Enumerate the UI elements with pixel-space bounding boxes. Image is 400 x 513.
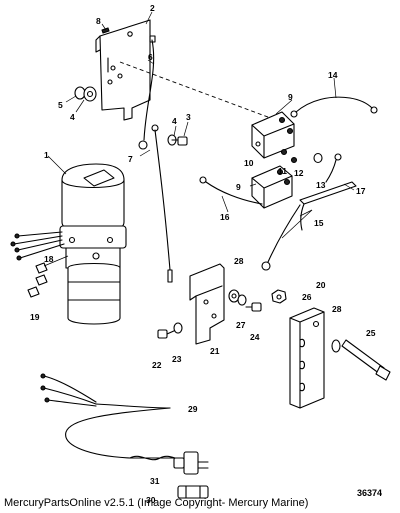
mounting-bracket	[95, 19, 151, 121]
callout-11: 11	[278, 166, 287, 176]
callout-25: 25	[366, 328, 376, 338]
connector-31	[173, 451, 209, 475]
hardware-10-11-12	[280, 148, 323, 164]
leader-lines	[47, 11, 355, 239]
terminal-block-30	[177, 485, 209, 499]
callout-23: 23	[172, 354, 182, 364]
callout-28-right: 28	[332, 304, 342, 314]
callout-16: 16	[220, 212, 230, 222]
callout-28-mid: 28	[234, 256, 244, 266]
callout-2: 2	[150, 3, 155, 13]
callout-29: 29	[188, 404, 198, 414]
callouts: 8 2 6 5 4 4 3 7 1 9 14 10 11 12 13 9 17 …	[30, 3, 376, 505]
catalog-number: 36374	[357, 488, 383, 498]
callout-7: 7	[128, 154, 133, 164]
callout-5: 5	[58, 100, 63, 110]
cable-16	[199, 176, 263, 205]
callout-14: 14	[328, 70, 338, 80]
copyright-footer: MercuryPartsOnline v2.5.1 (Image Copyrig…	[4, 497, 309, 509]
cable-14	[290, 96, 378, 118]
callout-24: 24	[250, 332, 260, 342]
bracket-21	[189, 263, 225, 345]
callout-13: 13	[316, 180, 326, 190]
solenoid-lower-9	[251, 165, 293, 209]
alignment-line	[119, 61, 293, 127]
callout-27: 27	[236, 320, 246, 330]
screw-8	[101, 23, 110, 34]
callout-6: 6	[148, 52, 153, 62]
callout-9-lower: 9	[236, 182, 241, 192]
harness-15-17	[261, 181, 357, 271]
bolt-washer-22-23	[157, 322, 183, 339]
cable-13	[325, 153, 342, 183]
nut-washer-4-5	[74, 86, 97, 102]
ground-strap-6	[138, 35, 156, 150]
callout-22: 22	[152, 360, 162, 370]
solenoid-upper-9	[251, 111, 295, 159]
callout-8: 8	[96, 16, 101, 26]
bolt-washer-25-28	[331, 339, 391, 381]
nut-26	[271, 289, 287, 304]
fittings-18-19	[27, 255, 69, 298]
screw-washer-3-4	[167, 134, 188, 146]
callout-30: 30	[146, 495, 156, 505]
wiring-harness-29	[40, 373, 191, 461]
callout-1: 1	[44, 150, 49, 160]
callout-31: 31	[150, 476, 160, 486]
clamp-block-20	[289, 307, 325, 409]
callout-21: 21	[210, 346, 220, 356]
callout-3: 3	[186, 112, 191, 122]
callout-4-left: 4	[70, 112, 75, 122]
callout-26: 26	[302, 292, 312, 302]
callout-12: 12	[294, 168, 304, 178]
cable-7	[151, 124, 173, 283]
callout-9-upper: 9	[288, 92, 293, 102]
callout-15: 15	[314, 218, 324, 228]
callout-10: 10	[244, 158, 254, 168]
hardware-24-27-28	[228, 289, 262, 312]
callout-19: 19	[30, 312, 40, 322]
callout-17: 17	[356, 186, 366, 196]
pump-motor-1	[10, 163, 127, 325]
callout-4-mid: 4	[172, 116, 177, 126]
callout-20: 20	[316, 280, 326, 290]
callout-18: 18	[44, 254, 54, 264]
